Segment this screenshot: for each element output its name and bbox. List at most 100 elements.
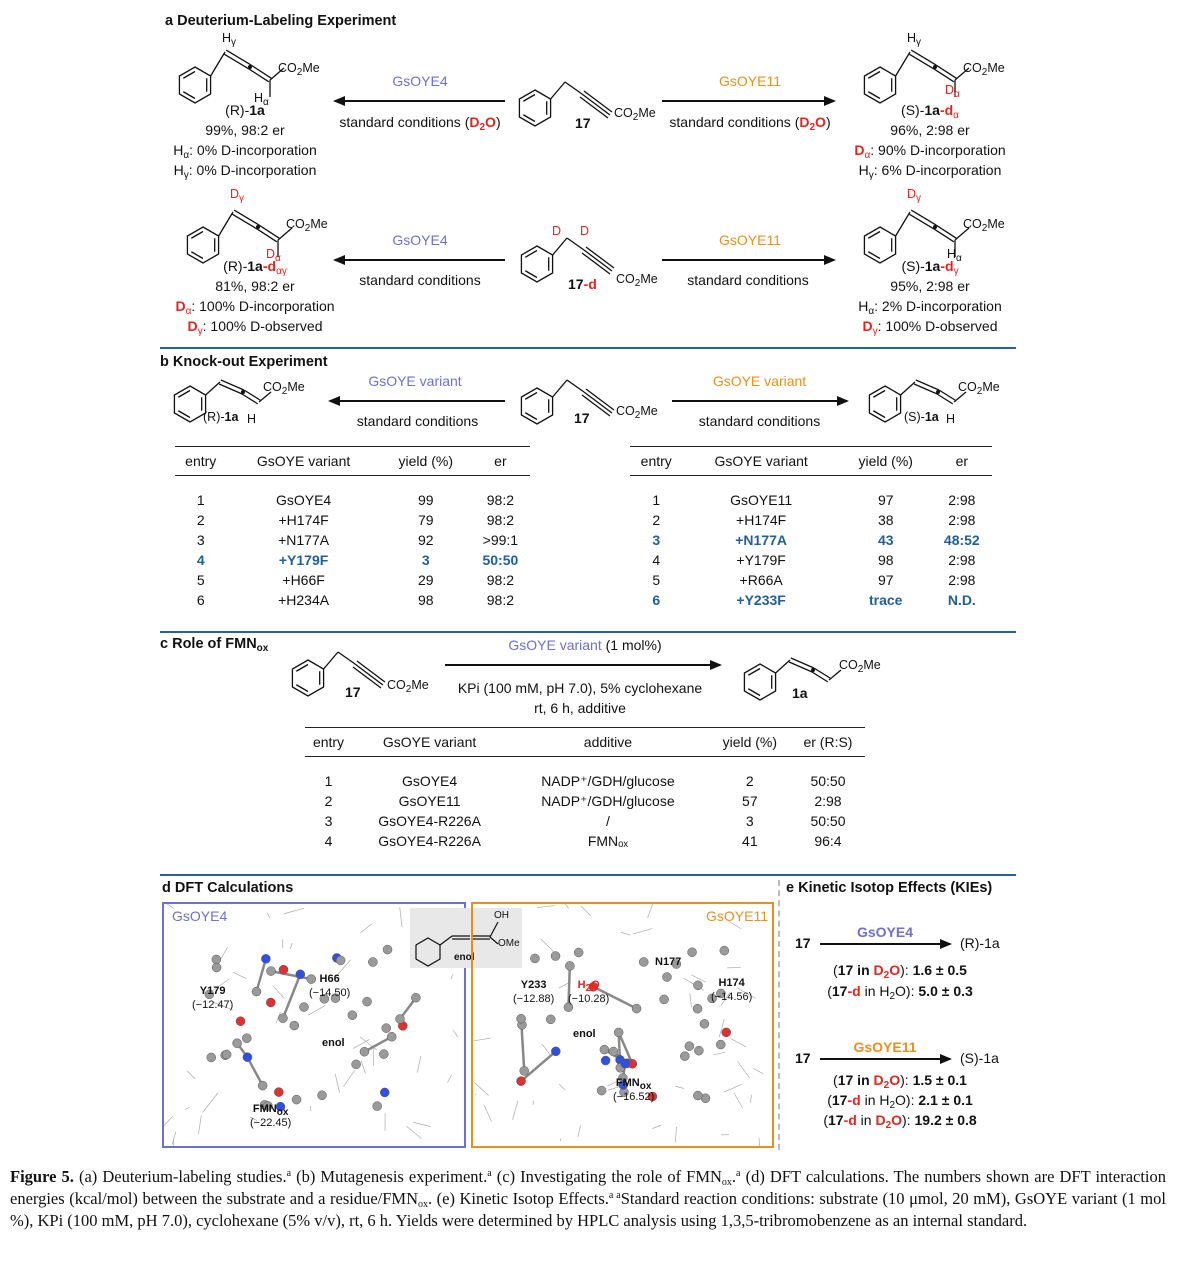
substrate-17-label: 17	[795, 1050, 811, 1066]
conditions-d2o: standard conditions (D2O)	[669, 114, 831, 133]
substrate-17-d-structure: D D 17-d CO2Me	[512, 224, 662, 296]
water-label: H2O(−10.28)	[568, 979, 610, 1005]
column-header: GsOYE variant	[352, 727, 508, 757]
cell-er: 98:2	[486, 492, 515, 508]
cell-variant: GsOYE4-R226A	[378, 813, 481, 829]
cell-entry: 4	[324, 833, 333, 849]
enzyme-variant-label: GsOYE variant	[712, 373, 807, 389]
structure-drawing	[743, 657, 842, 701]
enzyme-gsoye11-label: GsOYE11	[719, 232, 781, 248]
column-header: entry	[630, 446, 683, 476]
enzyme-gsoye4-label: GsOYE4	[856, 924, 914, 940]
structure-drawing	[173, 379, 272, 423]
cell-er: >99:1	[482, 532, 519, 548]
h-label: H	[946, 412, 956, 426]
cell-variant: +R66A	[739, 572, 783, 588]
cell-additive: FMNₒₓ	[587, 833, 629, 849]
cell-yield: 97	[877, 492, 894, 508]
column-header: yield (%)	[708, 727, 791, 757]
column-header: er	[931, 446, 992, 476]
conditions: standard conditions	[356, 413, 479, 429]
compound-1a-label: 1a	[792, 685, 808, 701]
cell-variant: +H174F	[736, 512, 787, 528]
product-r-1a-info: (R)-1a 99%, 98:2 er Hα: 0% D-incorporati…	[173, 102, 317, 181]
cell-yield: 3	[421, 552, 430, 568]
kie-17d-in-h2o: (17-d in H2O): 2.1 ± 0.1	[827, 1092, 973, 1111]
cell-er: 50:50	[810, 813, 846, 829]
conditions: standard conditions	[687, 272, 809, 288]
cell-yield: 41	[742, 833, 758, 849]
cell-yield: 92	[417, 532, 434, 548]
cell-yield: 79	[417, 512, 434, 528]
column-header: er (R:S)	[790, 727, 865, 757]
cell-variant: +N177A	[278, 532, 330, 548]
dft-model-gsoye4: GsOYE4 Y179(−12.47) H66(−14.50) enol FMN…	[162, 902, 466, 1148]
cell-er: 50:50	[810, 773, 846, 789]
cell-er: 98:2	[486, 512, 515, 528]
enzyme-variant-label: GsOYE variant	[368, 373, 462, 389]
cell-variant: GsOYE4	[275, 492, 332, 508]
h-gamma-label: Hγ	[907, 31, 922, 48]
column-header: yield (%)	[380, 446, 471, 476]
d-alpha-label: Dα	[266, 247, 281, 264]
conditions: standard conditions	[359, 272, 481, 288]
residue-n177: N177	[655, 956, 682, 968]
reaction-arrow-right	[662, 256, 836, 264]
product-s-1a-d-structure: Hγ CO2Me Dα	[855, 31, 1015, 115]
compound-17-label: 17	[574, 410, 590, 426]
co2me-label: CO2Me	[616, 404, 658, 421]
reaction-arrow-right	[672, 397, 849, 405]
structure-drawing	[291, 651, 386, 697]
cell-entry: 4	[652, 552, 661, 568]
structure-drawing	[520, 379, 615, 425]
reaction-arrow-left	[333, 97, 505, 105]
enzyme-gsoye11-label: GsOYE11	[719, 73, 781, 89]
product-s-1a-d-info: (S)-1a-dα 96%, 2:98 er Dα: 90% D-incorpo…	[854, 102, 1006, 181]
reaction-arrow-right	[662, 97, 836, 105]
co2me-label: CO2Me	[958, 380, 1000, 397]
residue-h66: H66(−14.50)	[309, 973, 351, 999]
product-r-1a-structure: Hγ CO2Me Hα	[170, 31, 330, 115]
cell-yield: 99	[417, 492, 434, 508]
enol-label: enol	[322, 1037, 345, 1049]
compound-17-label: 17	[575, 115, 591, 131]
cell-additive: /	[605, 813, 610, 829]
product-r-1a-d-ag-structure: Dγ CO2Me Dα	[178, 187, 338, 275]
cell-er: 48:52	[943, 532, 980, 548]
product-1a-structure: CO2Me 1a	[735, 648, 895, 708]
cell-yield: trace	[868, 592, 903, 608]
product-r-1a-d-ag-info: (R)-1a-dαγ 81%, 98:2 er Dα: 100% D-incor…	[175, 258, 335, 337]
reaction-catalyst: GsOYE variant (1 mol%)	[508, 637, 662, 653]
panel-label: GsOYE11	[706, 908, 768, 924]
co2me-label: CO2Me	[387, 678, 429, 695]
cell-variant: +Y233F	[736, 592, 786, 608]
cell-entry: 5	[652, 572, 661, 588]
cell-er: 2:98	[948, 492, 976, 508]
product-r-1a-structure: CO2Me (R)-1a H	[165, 370, 315, 430]
cell-yield: 97	[877, 572, 894, 588]
cell-variant: +H234A	[278, 592, 330, 608]
3d-structure-render	[473, 904, 764, 1146]
substrate-17-structure: 17 CO2Me	[283, 640, 433, 710]
cell-variant: +N177A	[735, 532, 788, 548]
co2me-label: CO2Me	[263, 380, 305, 397]
figure-caption: Figure 5. (a) Deuterium-labeling studies…	[10, 1167, 1167, 1230]
cell-entry: 2	[324, 793, 333, 809]
cell-variant: +H174F	[278, 512, 329, 528]
substrate-17-structure: 17 CO2Me	[510, 70, 660, 140]
conditions: standard conditions	[698, 413, 821, 429]
co2me-label: CO2Me	[614, 106, 656, 123]
cell-variant: +Y179F	[278, 552, 329, 568]
column-header: yield (%)	[839, 446, 932, 476]
cell-variant: GsOYE11	[398, 793, 461, 809]
co2me-label: CO2Me	[963, 217, 1005, 234]
structure-drawing	[868, 379, 967, 423]
